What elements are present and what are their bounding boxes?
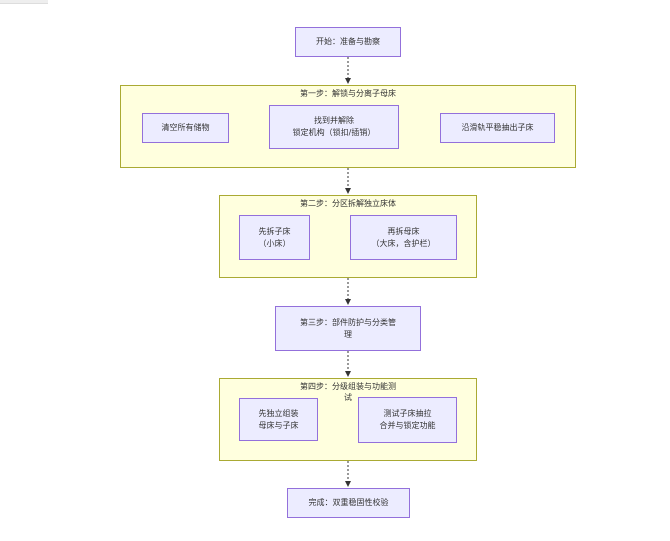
protect-node: 第三步：部件防护与分类管 理 <box>275 306 421 351</box>
cluster-step2-title: 第二步：分区拆解独立床体 <box>300 199 396 208</box>
find-lock-node: 找到并解除 锁定机构（锁扣/插销） <box>269 105 399 149</box>
empty-storage-node: 清空所有储物 <box>142 113 229 143</box>
finish-node: 完成：双重稳固性校验 <box>287 488 410 518</box>
pull-out-node: 沿滑轨平稳抽出子床 <box>440 113 555 143</box>
assemble-separate-node: 先独立组装 母床与子床 <box>239 398 318 441</box>
test-pull-node: 测试子床抽拉 合并与锁定功能 <box>358 397 457 443</box>
cluster-step4-title: 第四步：分级组装与功能测 试 <box>300 382 396 402</box>
start-node: 开始：准备与勘察 <box>295 27 401 57</box>
child-bed-node: 先拆子床 （小床） <box>239 215 310 260</box>
cluster-step1-title: 第一步：解锁与分离子母床 <box>300 89 396 98</box>
corner-tab <box>0 0 48 4</box>
mother-bed-node: 再拆母床 （大床，含护栏） <box>350 215 457 260</box>
